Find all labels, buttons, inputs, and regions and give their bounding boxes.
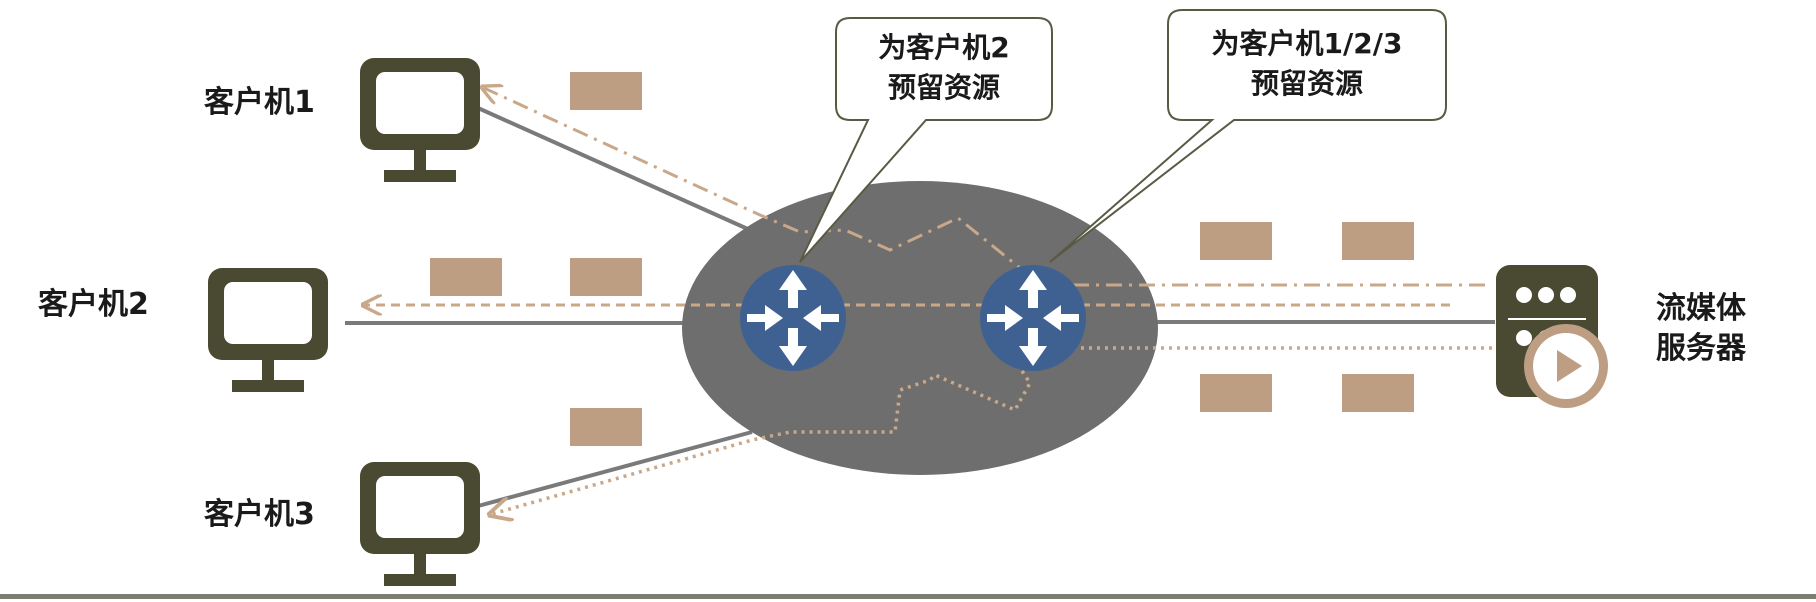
callout-2	[1049, 9, 1447, 263]
play-icon	[1557, 350, 1582, 382]
callout-2-text: 为客户机1/2/3 预留资源	[1168, 24, 1446, 104]
flow-client1	[484, 88, 1485, 287]
packet	[1200, 222, 1272, 260]
packets	[430, 72, 1414, 446]
client2-label: 客户机2	[38, 287, 149, 322]
callout-1-line1: 为客户机2	[878, 31, 1010, 64]
router-1-icon	[740, 265, 846, 371]
packet	[570, 258, 642, 296]
client1-label: 客户机1	[204, 85, 315, 120]
server-label-line1: 流媒体	[1656, 291, 1746, 326]
packet	[1342, 222, 1414, 260]
callout-2-line2: 预留资源	[1250, 67, 1363, 100]
packet	[570, 72, 642, 110]
callout-1-text: 为客户机2 预留资源	[836, 28, 1052, 108]
packet	[1200, 374, 1272, 412]
server-label-line2: 服务器	[1656, 331, 1746, 366]
callout-2-line1: 为客户机1/2/3	[1211, 27, 1403, 60]
server-icon	[1496, 265, 1608, 408]
client3-monitor-icon	[360, 462, 480, 586]
packet	[1342, 374, 1414, 412]
packet	[570, 408, 642, 446]
client1-monitor-icon	[360, 58, 480, 182]
physical-links	[345, 106, 1495, 508]
client2-monitor-icon	[208, 268, 328, 392]
client3-label: 客户机3	[204, 497, 315, 532]
packet	[430, 258, 502, 296]
callout-1-line2: 预留资源	[887, 71, 1000, 104]
router-2-icon	[980, 265, 1086, 371]
network-cloud	[682, 181, 1158, 475]
bottom-rule	[0, 594, 1816, 599]
callout-1	[799, 17, 1053, 263]
